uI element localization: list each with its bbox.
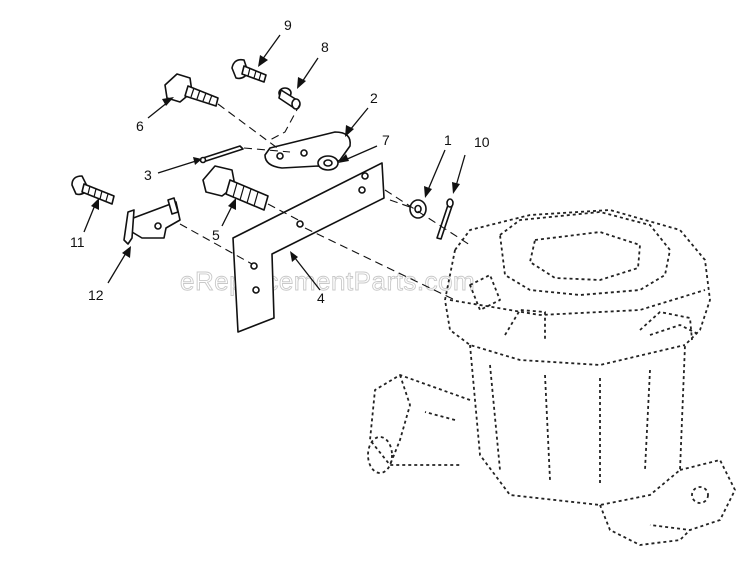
part-11-screw (71, 175, 115, 205)
callout-3: 3 (144, 167, 152, 183)
part-10-pin (436, 198, 454, 240)
callout-10: 10 (474, 134, 490, 150)
carburetor-phantom (367, 209, 736, 546)
callout-5: 5 (212, 227, 220, 243)
callout-8: 8 (321, 39, 329, 55)
part-4-bracket (232, 162, 385, 333)
callout-4: 4 (317, 290, 325, 306)
part-12-clip (123, 197, 181, 245)
callout-11: 11 (70, 234, 85, 250)
callout-7: 7 (382, 132, 390, 148)
part-8-spacer (278, 87, 301, 110)
callout-1: 1 (444, 132, 452, 148)
callout-2: 2 (370, 90, 378, 106)
part-3-cotter-pin (199, 145, 244, 164)
callout-6: 6 (136, 118, 144, 134)
part-6-bolt (164, 73, 219, 107)
leader-lines (83, 34, 466, 291)
part-5-bolt (202, 165, 269, 211)
assembly-centerlines (179, 103, 471, 301)
callout-numbers: 9 8 6 2 7 3 5 11 12 4 1 10 (70, 17, 490, 306)
part-7-nut (317, 155, 339, 171)
callout-9: 9 (284, 17, 292, 33)
callout-12: 12 (88, 287, 104, 303)
watermark: eReplacementParts.com (180, 266, 475, 296)
part-9-screw (231, 58, 267, 83)
